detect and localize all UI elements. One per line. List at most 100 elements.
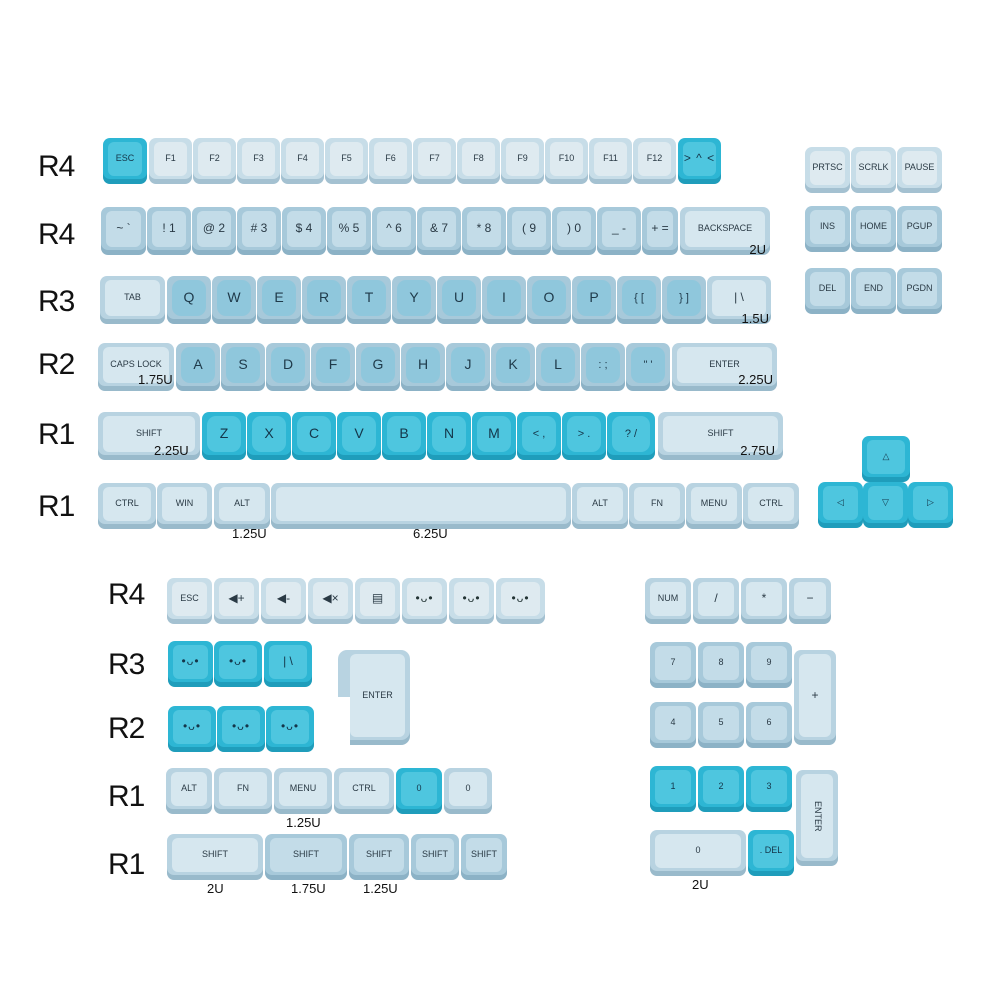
extra-esc[interactable]: ESC [167,578,212,624]
key-l[interactable]: L [536,343,580,391]
key-home[interactable]: HOME [851,206,896,252]
key-d[interactable]: D [266,343,310,391]
face-key[interactable]: •ᴗ• [266,706,314,752]
key-pgup[interactable]: PGUP [897,206,942,252]
key-semicolon[interactable]: : ; [581,343,625,391]
face-key[interactable]: •ᴗ• [168,706,216,752]
key-f3[interactable]: F3 [237,138,280,184]
arrow-up-key[interactable]: △ [862,436,910,482]
key-o[interactable]: O [527,276,571,324]
numpad-2[interactable]: 2 [698,766,744,812]
key-q[interactable]: Q [167,276,211,324]
key-backslash[interactable]: | \1.5U [707,276,771,326]
key-f2[interactable]: F2 [193,138,236,184]
numpad-8[interactable]: 8 [698,642,744,688]
volume-up-key[interactable]: ◀+ [214,578,259,624]
key-5[interactable]: % 5 [327,207,371,255]
key-u[interactable]: U [437,276,481,324]
extra-cyan-zero[interactable]: 0 [396,768,442,814]
key-ctrl-right[interactable]: CTRL [743,483,799,529]
key-del[interactable]: DEL [805,268,850,314]
key-e[interactable]: E [257,276,301,324]
key-p[interactable]: P [572,276,616,324]
arrow-down-key[interactable]: ▽ [863,482,908,528]
key-backslash-extra[interactable]: | \ [264,641,312,687]
key-tab[interactable]: TAB [100,276,165,324]
key-f6[interactable]: F6 [369,138,412,184]
numpad-6[interactable]: 6 [746,702,792,748]
key-f11[interactable]: F11 [589,138,632,184]
key-f12[interactable]: F12 [633,138,676,184]
key-pause[interactable]: PAUSE [897,147,942,193]
key-s[interactable]: S [221,343,265,391]
face-key[interactable]: •ᴗ• [496,578,545,624]
key-alt-right[interactable]: ALT [572,483,628,529]
extra-ctrl[interactable]: CTRL [334,768,394,814]
key-ctrl-left[interactable]: CTRL [98,483,156,529]
key-ins[interactable]: INS [805,206,850,252]
key-a[interactable]: A [176,343,220,391]
key-end[interactable]: END [851,268,896,314]
numpad-multiply[interactable]: * [741,578,787,624]
extra-fn[interactable]: FN [214,768,272,814]
key-i[interactable]: I [482,276,526,324]
numpad-7[interactable]: 7 [650,642,696,688]
key-iso-enter[interactable]: ENTER [338,650,410,745]
key-scrlk[interactable]: SCRLK [851,147,896,193]
volume-down-key[interactable]: ◀- [261,578,306,624]
key-9[interactable]: ( 9 [507,207,551,255]
key-pgdn[interactable]: PGDN [897,268,942,314]
face-key[interactable]: •ᴗ• [217,706,265,752]
key-comma[interactable]: < , [517,412,561,460]
key-f8[interactable]: F8 [457,138,500,184]
key-n[interactable]: N [427,412,471,460]
key-lbracket[interactable]: { [ [617,276,661,324]
key-period[interactable]: > . [562,412,606,460]
numpad-num[interactable]: NUM [645,578,691,624]
key-h[interactable]: H [401,343,445,391]
numpad-3[interactable]: 3 [746,766,792,812]
key-0[interactable]: ) 0 [552,207,596,255]
key-f9[interactable]: F9 [501,138,544,184]
key-rbracket[interactable]: } ] [662,276,706,324]
key-win[interactable]: WIN [157,483,212,529]
key-6[interactable]: ^ 6 [372,207,416,255]
key-space[interactable]: 6.25U [271,483,571,541]
shift-1u[interactable]: SHIFT [411,834,459,880]
key-m[interactable]: M [472,412,516,460]
key-f10[interactable]: F10 [545,138,588,184]
key-x[interactable]: X [247,412,291,460]
face-key[interactable]: •ᴗ• [449,578,494,624]
face-key[interactable]: •ᴗ• [214,641,262,687]
key-3[interactable]: # 3 [237,207,281,255]
extra-alt[interactable]: ALT [166,768,212,814]
key-prtsc[interactable]: PRTSC [805,147,850,193]
key-minus[interactable]: _ - [597,207,641,255]
key-equals[interactable]: + = [642,207,678,255]
key-r[interactable]: R [302,276,346,324]
key-f7[interactable]: F7 [413,138,456,184]
key-tilde[interactable]: ~ ` [101,207,146,255]
shift-1u[interactable]: SHIFT [461,834,507,880]
numpad-1[interactable]: 1 [650,766,696,812]
calculator-key[interactable]: ▤ [355,578,400,624]
numpad-9[interactable]: 9 [746,642,792,688]
key-slash[interactable]: ? / [607,412,655,460]
key-7[interactable]: & 7 [417,207,461,255]
key-w[interactable]: W [212,276,256,324]
numpad-del[interactable]: . DEL [748,830,794,876]
numpad-4[interactable]: 4 [650,702,696,748]
extra-zero[interactable]: 0 [444,768,492,814]
numpad-plus[interactable]: + [794,650,836,745]
key-k[interactable]: K [491,343,535,391]
